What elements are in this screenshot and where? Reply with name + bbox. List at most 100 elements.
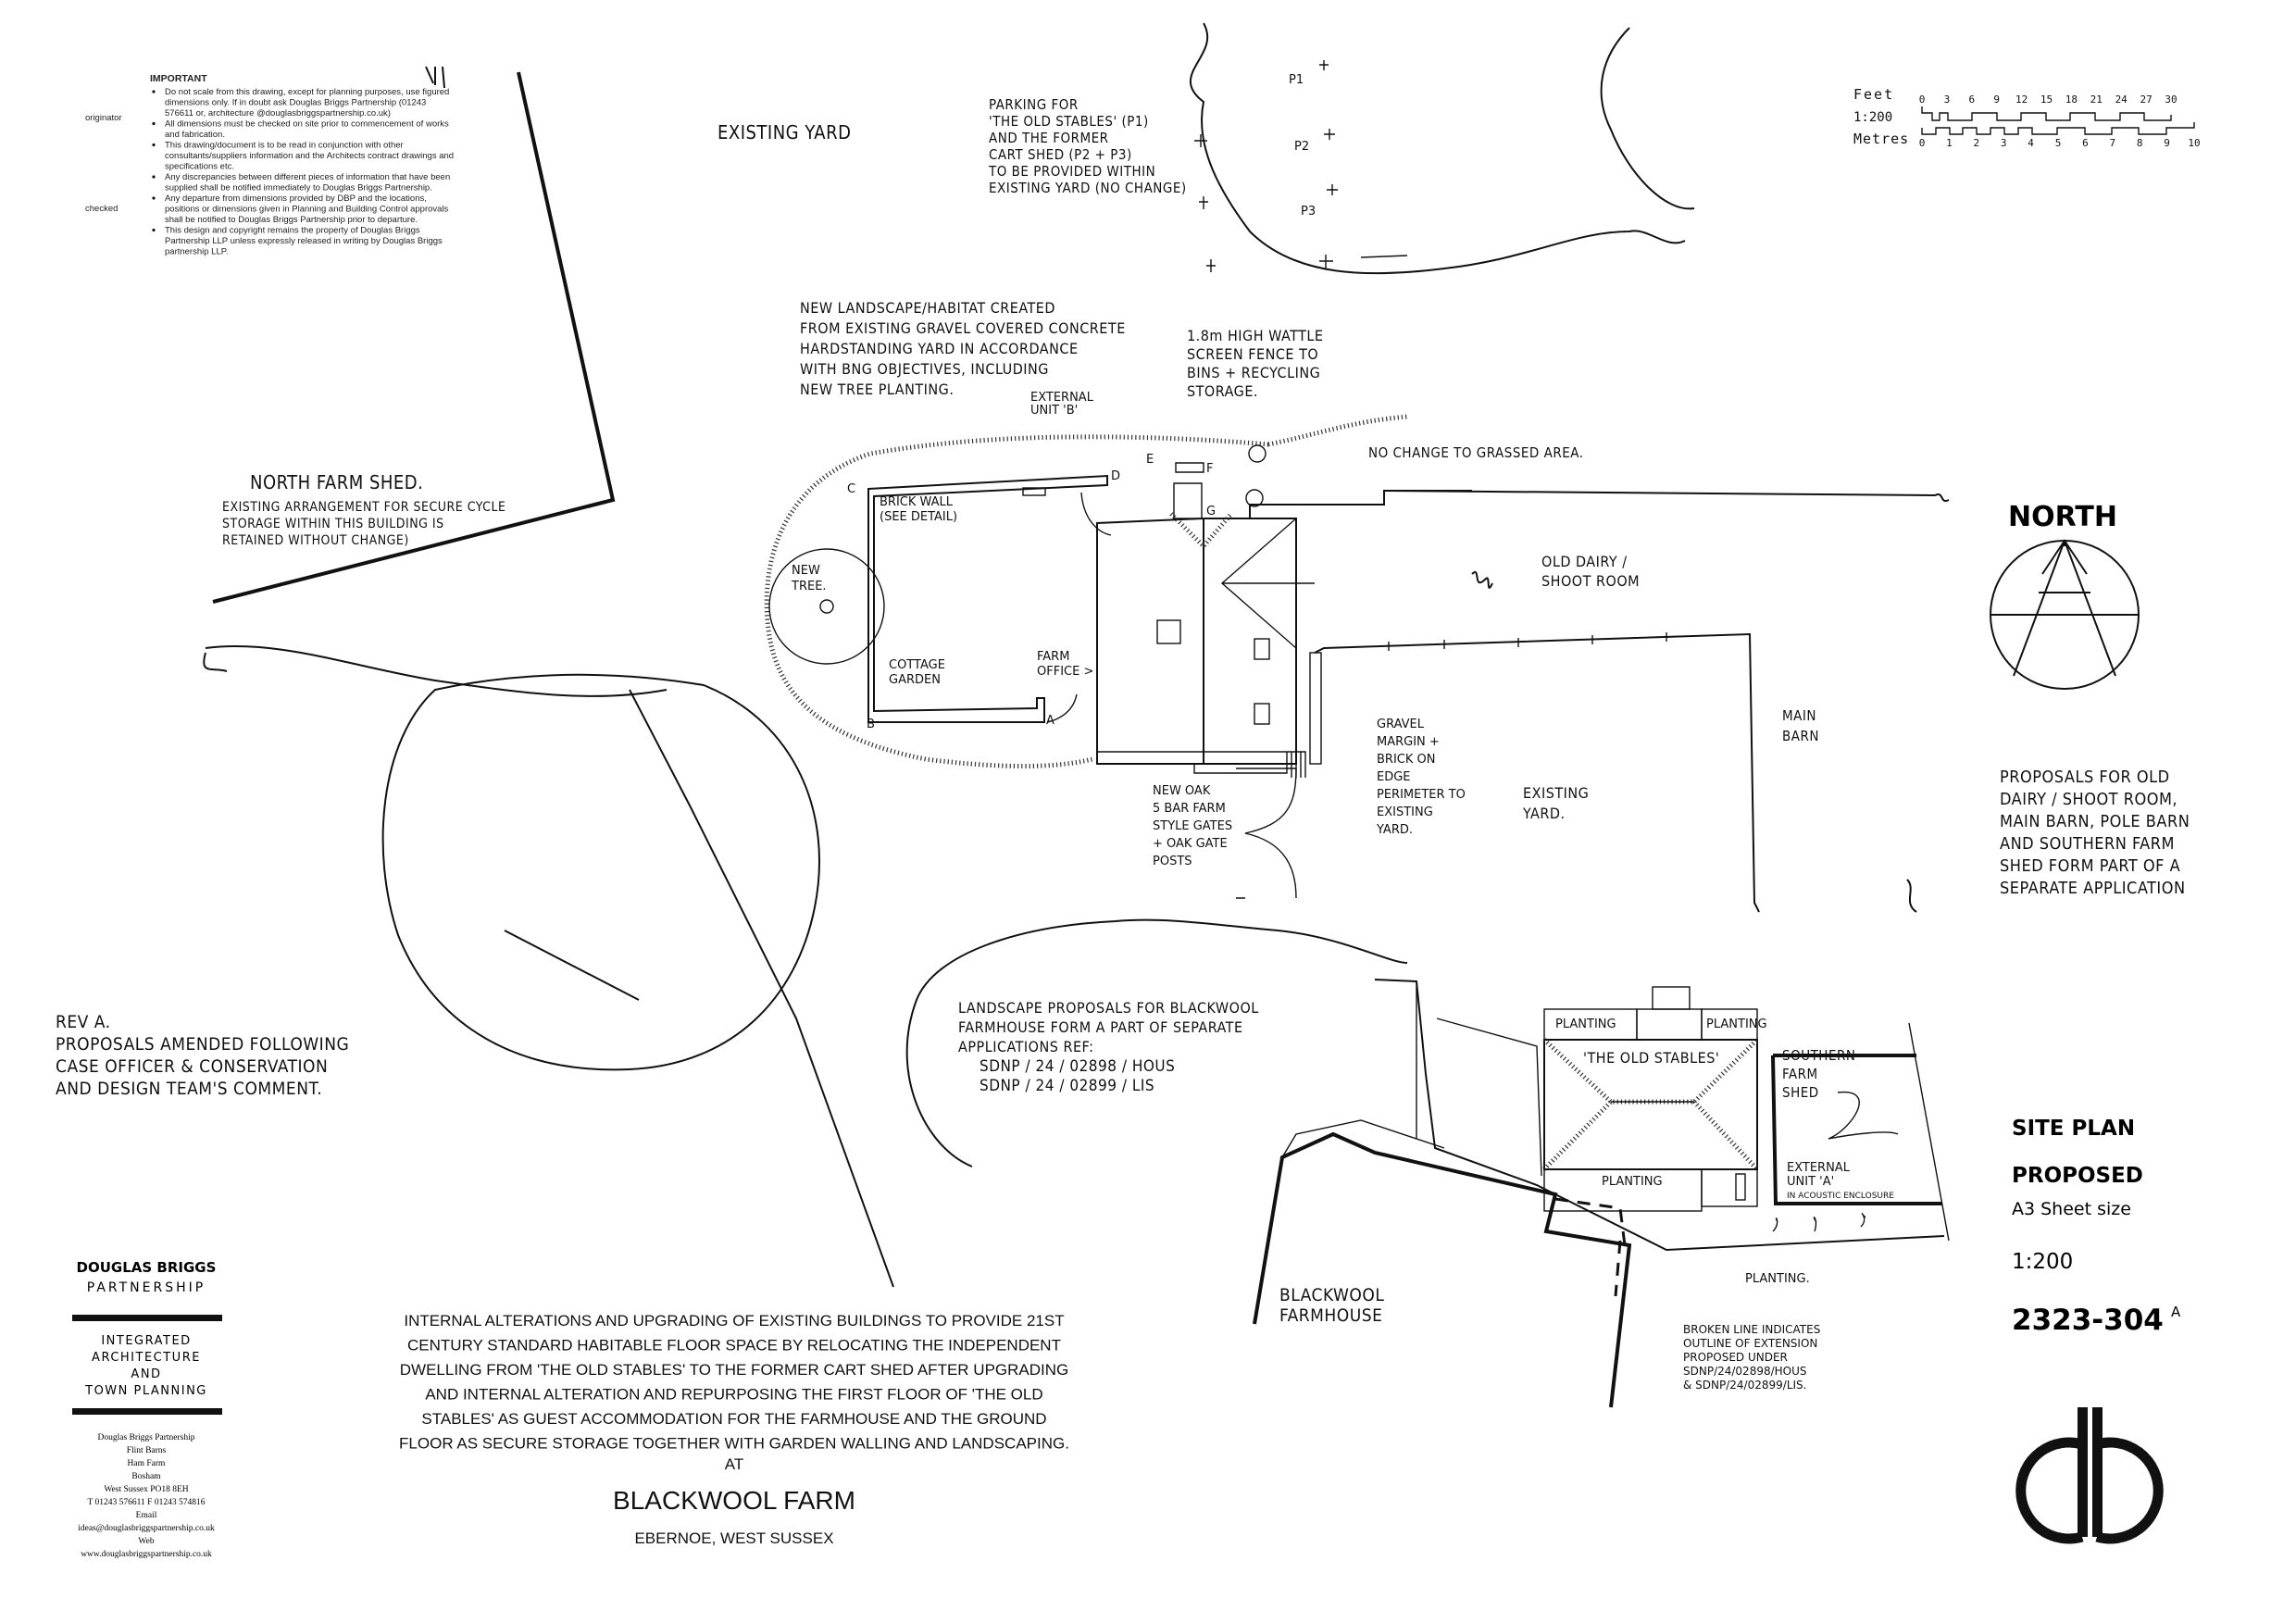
blackwool-farmhouse <box>1253 1119 1632 1408</box>
label-parking-note: 'THE OLD STABLES' (P1) <box>989 113 1149 130</box>
company-address-line: Email <box>136 1511 157 1520</box>
important-note-line: shall be notified to Douglas Briggs Part… <box>165 215 418 225</box>
southern-farm-shed <box>1771 1022 1950 1242</box>
metre-tick-label: 9 <box>2164 137 2170 149</box>
existing-tree-marker <box>1245 489 1264 507</box>
label-blackwool-farmhouse: FARMHOUSE <box>1279 1305 1382 1326</box>
feet-tick-label: 9 <box>1993 94 2000 106</box>
important-note-line: specifications etc. <box>165 162 234 172</box>
feet-tick-label: 21 <box>2090 94 2103 106</box>
existing-tree-marker <box>1248 444 1267 463</box>
important-note-line: 576611 or, architecture @douglasbriggspa… <box>165 108 391 119</box>
label-planting: PLANTING. <box>1745 1272 1810 1286</box>
label-parking-p2: P2 <box>1294 140 1309 154</box>
description-line: CENTURY STANDARD HABITABLE FLOOR SPACE B… <box>407 1337 1061 1355</box>
label-revision-note: PROPOSALS AMENDED FOLLOWING <box>56 1034 349 1055</box>
label-separate-application-note: MAIN BARN, POLE BARN <box>2000 812 2190 831</box>
important-note-line: dimensions only. If in doubt ask Douglas… <box>165 98 426 108</box>
label-gravel-note: GRAVEL <box>1377 718 1425 731</box>
label-north-farm-shed-note: STORAGE WITHIN THIS BUILDING IS <box>222 517 444 531</box>
company-address-line: Web <box>138 1537 154 1546</box>
label-gate-note: + OAK GATE <box>1153 837 1228 851</box>
label-farm-office: FARM <box>1037 650 1069 664</box>
label-north-farm-shed: NORTH FARM SHED. <box>250 471 423 493</box>
bullet <box>152 90 156 94</box>
label-main-barn: MAIN <box>1782 707 1816 724</box>
scale-metres-label: Metres <box>1853 131 1909 147</box>
label-planting: PLANTING <box>1555 1017 1616 1031</box>
label-landscape-note: NEW LANDSCAPE/HABITAT CREATED <box>800 299 1055 317</box>
metre-tick-label: 3 <box>2001 137 2007 149</box>
label-north-farm-shed-note: EXISTING ARRANGEMENT FOR SECURE CYCLE <box>222 500 505 515</box>
scale-feet-label: Feet <box>1853 86 1894 103</box>
label-landscape-note: HARDSTANDING YARD IN ACCORDANCE <box>800 340 1079 357</box>
divider <box>72 1315 222 1321</box>
label-blackwool-farmhouse: BLACKWOOL <box>1279 1285 1384 1305</box>
company-address-line: West Sussex PO18 8EH <box>104 1485 188 1494</box>
metre-tick-label: 10 <box>2188 137 2200 149</box>
label-southern-farm-shed: SHED <box>1782 1084 1819 1101</box>
label-parking-note: EXISTING YARD (NO CHANGE) <box>989 180 1187 196</box>
label-fence-note: STORAGE. <box>1187 382 1258 400</box>
label-new-tree: NEW <box>792 564 820 578</box>
label-parking-note: CART SHED (P2 + P3) <box>989 146 1132 163</box>
feet-tick-label: 15 <box>2040 94 2053 106</box>
point-b: B <box>867 718 875 731</box>
scale-ratio-label: 1:200 <box>1853 110 1892 125</box>
drawing-title: SITE PLAN <box>2012 1117 2135 1141</box>
label-existing-yard: EXISTING YARD <box>718 121 851 144</box>
metre-tick-label: 4 <box>2028 137 2034 149</box>
important-note-line: consultants/suppliers information and th… <box>165 151 454 161</box>
label-revision-note: AND DESIGN TEAM'S COMMENT. <box>56 1079 322 1099</box>
revision-mark: A <box>2171 1304 2181 1320</box>
existing-tree-canopy <box>381 673 820 1071</box>
label-planting: PLANTING <box>1602 1175 1663 1189</box>
point-g: G <box>1206 505 1216 518</box>
important-note-line: All dimensions must be checked on site p… <box>165 119 449 130</box>
feet-tick-label: 3 <box>1944 94 1951 106</box>
label-cottage-garden: GARDEN <box>889 673 941 687</box>
description-line: DWELLING FROM 'THE OLD STABLES' TO THE F… <box>400 1361 1069 1379</box>
company-address-line: ideas@douglasbriggspartnership.co.uk <box>78 1524 215 1533</box>
feet-tick-label: 6 <box>1968 94 1975 106</box>
label-gate-note: STYLE GATES <box>1153 819 1232 833</box>
label-landscape-note: FROM EXISTING GRAVEL COVERED CONCRETE <box>800 319 1126 337</box>
label-landscape-farmhouse-note: FARMHOUSE FORM A PART OF SEPARATE <box>958 1018 1243 1036</box>
label-southern-farm-shed: SOUTHERN <box>1782 1047 1855 1064</box>
company-service: ARCHITECTURE <box>92 1351 201 1365</box>
label-old-dairy: SHOOT ROOM <box>1541 572 1640 590</box>
new-tree <box>768 548 885 665</box>
company-address-line: Flint Barns <box>127 1446 167 1455</box>
label-parking-note: AND THE FORMER <box>989 130 1109 146</box>
company-address-line: T 01243 576611 F 01243 574816 <box>88 1498 206 1507</box>
important-note-line: Partnership LLP unless expressly release… <box>165 236 443 246</box>
company-address-line: Ham Farm <box>128 1459 167 1468</box>
label-external-unit-a: UNIT 'A' <box>1787 1175 1834 1189</box>
originator-label: originator <box>85 113 122 123</box>
metre-tick-label: 1 <box>1946 137 1953 149</box>
company-address-line: Douglas Briggs Partnership <box>97 1433 194 1442</box>
label-gravel-note: EDGE <box>1377 770 1411 784</box>
north-label: NORTH <box>2008 501 2117 533</box>
project-at: AT <box>725 1455 743 1473</box>
drawing-number: 2323-304 <box>2012 1304 2164 1337</box>
company-address-line: Bosham <box>131 1472 161 1481</box>
label-application-ref: SDNP / 24 / 02899 / LIS <box>980 1077 1154 1095</box>
label-broken-line-note: OUTLINE OF EXTENSION <box>1683 1337 1817 1350</box>
notes-title: IMPORTANT <box>150 73 207 84</box>
description-line: INTERNAL ALTERATIONS AND UPGRADING OF EX… <box>404 1312 1064 1330</box>
point-c: C <box>847 482 855 496</box>
important-note-line: Do not scale from this drawing, except f… <box>165 87 449 97</box>
feet-tick-label: 24 <box>2115 94 2128 106</box>
label-parking-p1: P1 <box>1289 73 1304 87</box>
label-gravel-note: YARD. <box>1376 823 1413 837</box>
company-service: INTEGRATED <box>101 1334 191 1348</box>
label-separate-application-note: PROPOSALS FOR OLD <box>2000 768 2170 787</box>
point-a: A <box>1046 714 1054 728</box>
label-landscape-note: NEW TREE PLANTING. <box>800 381 954 398</box>
point-f: F <box>1206 462 1213 476</box>
label-parking-note: PARKING FOR <box>989 96 1079 113</box>
cart-shed-building <box>1096 462 1472 899</box>
feet-tick-label: 12 <box>2015 94 2028 106</box>
